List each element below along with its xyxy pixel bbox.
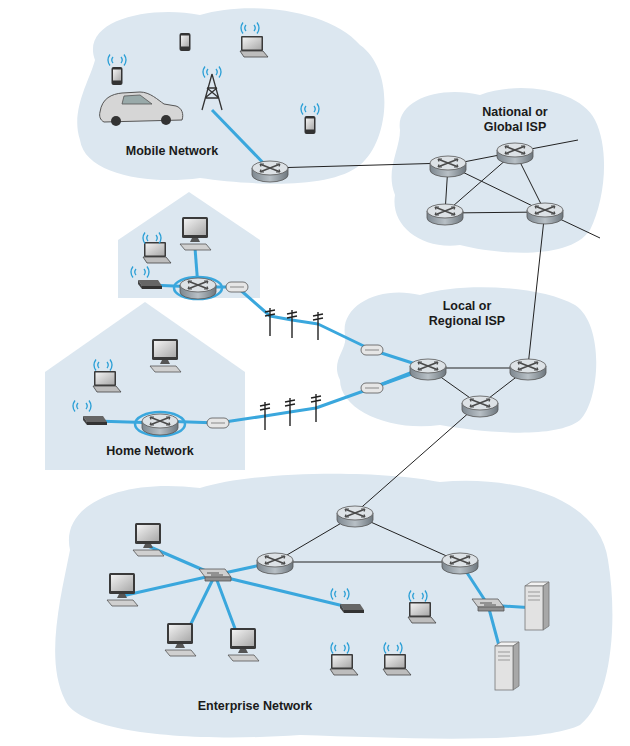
local-cloud xyxy=(337,287,596,433)
network-region: Local or Regional ISP xyxy=(330,283,600,433)
network-link xyxy=(355,403,480,513)
network-link xyxy=(528,210,545,366)
network-link xyxy=(160,366,428,423)
home-devices xyxy=(73,339,229,436)
network-region: Enterprise Network xyxy=(50,470,620,738)
access-links xyxy=(95,110,535,668)
national-routers xyxy=(427,143,563,225)
national-cloud xyxy=(392,88,604,253)
network-label: Enterprise Network xyxy=(198,699,313,714)
network-label: Local or Regional ISP xyxy=(417,299,517,329)
network-link xyxy=(270,163,448,168)
home-house xyxy=(45,302,245,470)
local-routers xyxy=(361,345,546,417)
mobile-cloud xyxy=(77,8,384,183)
network-label: Mobile Network xyxy=(126,144,218,159)
upper-house xyxy=(118,192,260,298)
mobile-devices xyxy=(100,23,319,183)
enterprise-cloud xyxy=(55,474,612,739)
cell-tower xyxy=(202,74,222,110)
upper-house-devices xyxy=(131,217,248,299)
enterprise-devices xyxy=(107,506,549,690)
utility-poles xyxy=(260,308,323,430)
network-region: Mobile Network xyxy=(75,5,395,187)
network-region: National or Global ISP xyxy=(390,88,605,258)
network-label: National or Global ISP xyxy=(465,105,565,135)
core-links xyxy=(275,140,600,562)
network-label: Home Network xyxy=(106,444,194,459)
network-region: Home Network xyxy=(45,300,245,472)
